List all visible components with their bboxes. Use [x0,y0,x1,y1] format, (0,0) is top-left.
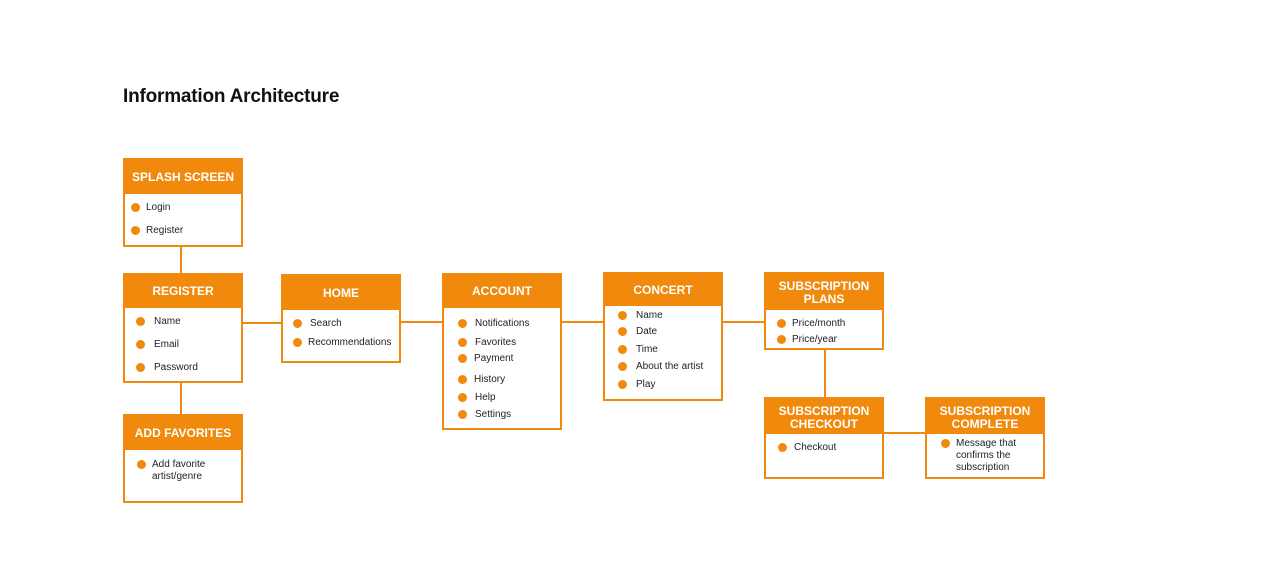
concert-item-name: Name [618,310,663,322]
register-item-name: Name [136,316,181,328]
splash-screen-box: SPLASH SCREEN Login Register [123,158,243,247]
favorites-item-add: Add favorite artist/genre [137,459,205,483]
account-item-help: Help [458,392,496,404]
concert-item-play: Play [618,379,655,391]
bullet-icon [136,317,145,326]
subscription-plans-header: SUBSCRIPTION PLANS [766,274,882,310]
splash-item-register: Register [131,225,183,237]
bullet-icon [941,439,950,448]
subscription-checkout-box: SUBSCRIPTION CHECKOUT Checkout [764,397,884,479]
bullet-icon [618,362,627,371]
home-item-recommendations: Recommendations [293,337,391,349]
bullet-icon [777,335,786,344]
bullet-icon [293,319,302,328]
account-item-favorites: Favorites [458,337,516,349]
register-box: REGISTER Name Email Password [123,273,243,383]
bullet-icon [618,327,627,336]
account-item-notifications: Notifications [458,318,529,330]
complete-item-message: Message that confirms the subscription [941,438,1016,474]
bullet-icon [458,319,467,328]
bullet-icon [618,345,627,354]
bullet-icon [293,338,302,347]
bullet-icon [131,203,140,212]
register-item-password: Password [136,362,198,374]
bullet-icon [458,410,467,419]
splash-item-login: Login [131,202,170,214]
bullet-icon [458,375,467,384]
home-box: HOME Search Recommendations [281,274,401,363]
home-header: HOME [283,276,399,310]
concert-item-time: Time [618,344,658,356]
home-item-search: Search [293,318,342,330]
bullet-icon [136,340,145,349]
account-item-settings: Settings [458,409,511,421]
account-item-history: History [458,374,505,386]
concert-box: CONCERT Name Date Time About the artist … [603,272,723,401]
bullet-icon [777,319,786,328]
bullet-icon [458,338,467,347]
account-item-payment: Payment [458,353,513,365]
bullet-icon [137,460,146,469]
register-header: REGISTER [125,275,241,308]
splash-screen-header: SPLASH SCREEN [125,160,241,194]
bullet-icon [458,354,467,363]
page-title: Information Architecture [123,86,340,107]
bullet-icon [618,380,627,389]
subscription-complete-header: SUBSCRIPTION COMPLETE [927,399,1043,434]
subscription-checkout-header: SUBSCRIPTION CHECKOUT [766,399,882,434]
bullet-icon [618,311,627,320]
account-header: ACCOUNT [444,275,560,308]
subscription-complete-box: SUBSCRIPTION COMPLETE Message that confi… [925,397,1045,479]
checkout-item-checkout: Checkout [778,442,836,454]
bullet-icon [136,363,145,372]
plans-item-price-year: Price/year [777,334,837,346]
add-favorites-box: ADD FAVORITES Add favorite artist/genre [123,414,243,503]
concert-header: CONCERT [605,274,721,306]
plans-item-price-month: Price/month [777,318,845,330]
register-item-email: Email [136,339,179,351]
concert-item-about-artist: About the artist [618,361,703,373]
bullet-icon [458,393,467,402]
account-box: ACCOUNT Notifications Favorites Payment … [442,273,562,430]
subscription-plans-box: SUBSCRIPTION PLANS Price/month Price/yea… [764,272,884,350]
bullet-icon [131,226,140,235]
concert-item-date: Date [618,326,657,338]
bullet-icon [778,443,787,452]
add-favorites-header: ADD FAVORITES [125,416,241,450]
